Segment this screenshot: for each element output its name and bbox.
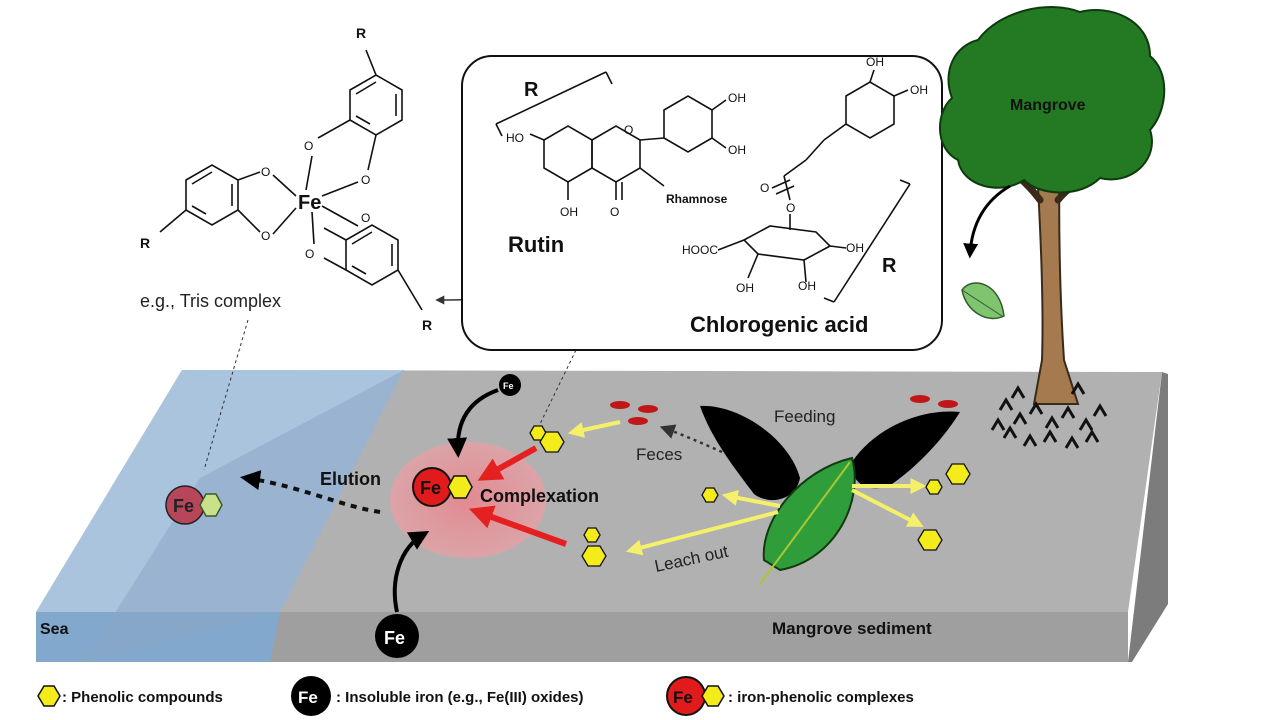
zone-fe-label: Fe — [420, 478, 441, 498]
elution-arrow — [240, 470, 381, 514]
chloro-hooc: HOOC — [682, 243, 718, 257]
rutin-oh-2: OH — [728, 143, 746, 157]
chlorogenic-name: Chlorogenic acid — [690, 312, 868, 337]
tris-o-1: O — [304, 139, 313, 153]
elution-label: Elution — [320, 469, 381, 489]
tris-o-4: O — [261, 229, 270, 243]
tree-roots — [990, 381, 1108, 449]
feces-pellets-left — [610, 401, 658, 425]
sea-fe-label: Fe — [173, 496, 194, 516]
legend-insoluble-fe: Fe — [298, 688, 318, 707]
phenolic-scatter — [581, 463, 971, 567]
inset-r-bottom: R — [882, 255, 897, 277]
tris-to-sea-dashline — [203, 319, 249, 471]
rutin-name: Rutin — [508, 232, 564, 257]
rutin-o-ring: O — [624, 123, 633, 137]
inset-r-top: R — [524, 79, 539, 101]
sea-label: Sea — [40, 621, 69, 638]
feces-pellets-right — [910, 395, 958, 408]
tris-r-left: R — [140, 235, 150, 251]
tris-r-bottom: R — [422, 317, 432, 333]
feeding-label: Feeding — [774, 407, 835, 426]
top-fe-badge: Fe — [499, 374, 521, 396]
chloro-oh-3: OH — [736, 281, 754, 295]
top-fe-label: Fe — [503, 381, 514, 391]
bottom-fe-label: Fe — [384, 628, 405, 648]
bottom-fe-arrow — [392, 530, 430, 613]
leach-arrow-up — [721, 489, 781, 508]
rutin-oh-3: OH — [560, 205, 578, 219]
tris-o-5: O — [361, 211, 370, 225]
sediment-front-face — [36, 612, 1128, 662]
rutin-o-keto: O — [610, 205, 619, 219]
red-arrow-2 — [468, 505, 568, 547]
rutin-oh-1: OH — [728, 91, 746, 105]
sea-phenolic-icon — [199, 493, 223, 517]
legend-complex-fe: Fe — [673, 688, 693, 707]
feces-arrow — [659, 424, 723, 454]
legend-complex-phenolic — [701, 685, 725, 707]
rutin-rhamnose: Rhamnose — [666, 192, 728, 206]
feces-label: Feces — [636, 445, 682, 464]
tree-label: Mangrove — [1010, 97, 1086, 114]
leaf-fall-arrow — [963, 184, 1011, 259]
red-arrow-1 — [477, 445, 538, 481]
sea-shade — [84, 370, 404, 662]
yellow-arrow-feces — [567, 420, 621, 438]
falling-leaf-icon — [961, 282, 1005, 320]
insect-left — [700, 405, 800, 501]
zone-iron-complex: Fe — [412, 467, 473, 507]
sediment-right-face — [1128, 372, 1168, 662]
phenolic-cluster-top — [529, 425, 565, 453]
chloro-oh-4: OH — [798, 279, 816, 293]
phenolic-structures-inset: R HO OH OH OH O O Rhamnose Rutin — [461, 55, 943, 351]
bottom-fe-badge: Fe — [375, 614, 419, 658]
complexation-label: Complexation — [480, 486, 599, 506]
leach-arrow-main — [625, 510, 779, 556]
sediment-label: Mangrove sediment — [772, 619, 932, 638]
top-fe-arrow — [447, 388, 499, 458]
rutin-ho: HO — [506, 131, 524, 145]
tris-caption: e.g., Tris complex — [140, 291, 281, 311]
ground-leaf-icon — [759, 456, 856, 585]
tree-trunk — [1032, 149, 1080, 405]
sediment-block — [36, 370, 1168, 662]
legend-insoluble-icon — [291, 676, 331, 716]
chloro-o-ester: O — [786, 201, 795, 215]
tree-crown — [939, 6, 1166, 194]
leach-arrow-right2 — [851, 488, 924, 527]
chloro-o-keto: O — [760, 181, 769, 195]
zone-phenolic-icon — [447, 475, 473, 499]
legend-complex-text: : iron-phenolic complexes — [728, 689, 914, 706]
legend: : Phenolic compounds Fe : Insoluble iron… — [37, 676, 914, 716]
tris-complex-structure: Fe R O O R O O R O O e.g., Tris complex — [140, 25, 432, 333]
inset-frame — [461, 55, 943, 351]
legend-phenolic-icon — [37, 685, 61, 707]
legend-phenolic-text: : Phenolic compounds — [62, 689, 223, 706]
tris-o-6: O — [305, 247, 314, 261]
legend-insoluble-text: : Insoluble iron (e.g., Fe(III) oxides) — [336, 689, 584, 706]
tris-fe-label: Fe — [298, 192, 321, 214]
chloro-oh-2: OH — [910, 83, 928, 97]
sea-iron-complex: Fe — [165, 485, 223, 525]
tris-r-top: R — [356, 25, 366, 41]
mangrove-tree: Mangrove — [939, 6, 1166, 449]
chloro-oh-5: OH — [846, 241, 864, 255]
tris-o-2: O — [361, 173, 370, 187]
insect-right — [851, 411, 960, 489]
chloro-oh-1: OH — [866, 55, 884, 69]
tris-o-3: O — [261, 165, 270, 179]
inset-to-phenolic-dashline — [539, 349, 577, 425]
